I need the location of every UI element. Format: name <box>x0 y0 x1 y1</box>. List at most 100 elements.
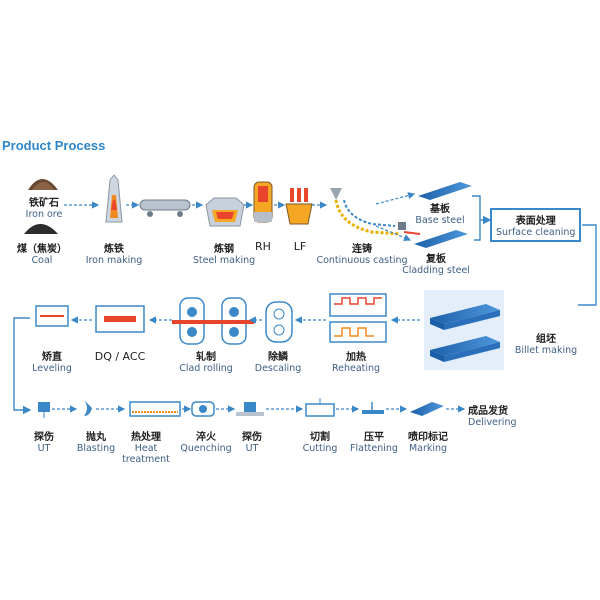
cutting-en: Cutting <box>302 443 338 454</box>
cladding-steel-en: Cladding steel <box>402 265 470 276</box>
billet-making-label: 组坯 Billet making <box>515 330 577 356</box>
flattening-cn: 压平 <box>364 432 384 443</box>
iron-making-label: 炼铁 Iron making <box>86 240 143 266</box>
iron-ore-cn: 铁矿石 <box>29 198 59 209</box>
rh-label: RH <box>255 240 271 253</box>
marking-cn: 喷印标记 <box>408 432 448 443</box>
ut-probe-icon-2 <box>236 402 264 416</box>
steel-making-label: 炼钢 Steel making <box>193 240 255 266</box>
coal-cn: 煤（焦炭） <box>17 244 67 255</box>
delivering-label: 成品发货 Delivering <box>468 402 517 428</box>
coal-label: 煤（焦炭） Coal <box>17 240 67 266</box>
base-steel-label: 基板 Base steel <box>415 200 464 226</box>
cutting-cn: 切割 <box>309 432 330 443</box>
surface-cleaning-en: Surface cleaning <box>496 227 576 238</box>
continuous-casting-label: 连铸 Continuous casting <box>316 240 407 266</box>
descaling-icon <box>265 301 293 343</box>
heat-treatment-furnace-icon <box>129 401 181 417</box>
quenching-cn: 淬火 <box>196 432 216 443</box>
leveling-label: 矫直 Leveling <box>32 348 72 374</box>
coal-en: Coal <box>31 255 53 266</box>
marking-label: 喷印标记 Marking <box>408 428 448 454</box>
ut1-cn: 探伤 <box>34 432 54 443</box>
marking-plate-icon <box>410 402 444 416</box>
clad-rolling-cn: 轧制 <box>196 352 216 363</box>
iron-ore-label: 铁矿石 Iron ore <box>26 194 63 220</box>
surface-cleaning-cn: 表面处理 <box>515 216 556 227</box>
blasting-icon <box>84 400 92 416</box>
cutting-label: 切割 Cutting <box>303 428 338 454</box>
descaling-cn: 除鳞 <box>267 352 288 363</box>
rolling-mill-icon <box>172 297 254 345</box>
iron-making-en: Iron making <box>85 255 143 266</box>
iron-ore-icon <box>28 179 58 190</box>
billet-making-cn: 组坯 <box>535 334 556 345</box>
quenching-en: Quenching <box>180 443 232 454</box>
clad-rolling-en: Clad rolling <box>179 363 233 374</box>
steel-making-cn: 炼钢 <box>214 244 234 255</box>
cladding-steel-plate-icon <box>414 230 468 248</box>
quenching-icon <box>191 401 215 417</box>
base-steel-en: Base steel <box>415 215 465 226</box>
lf-furnace-icon <box>285 188 313 225</box>
cutter-tool-icon <box>398 222 421 235</box>
heat-treatment-label: 热处理 Heat treatment <box>119 428 173 465</box>
billet-stack-icon <box>424 290 504 370</box>
steel-making-en: Steel making <box>192 255 256 266</box>
ut-probe-icon-1 <box>38 402 50 418</box>
delivering-cn: 成品发货 <box>468 406 508 417</box>
lf-label: LF <box>294 240 306 253</box>
reheating-furnace-icon <box>329 293 387 343</box>
caster-icon <box>330 188 401 236</box>
quenching-label: 淬火 Quenching <box>180 428 231 454</box>
blasting-label: 抛丸 Blasting <box>77 428 115 454</box>
continuous-casting-en: Continuous casting <box>316 255 408 266</box>
ut2-cn: 探伤 <box>242 432 262 443</box>
bracket-to-surface-cleaning <box>472 195 597 306</box>
return-arrow <box>13 317 32 415</box>
flow-arrows-row1 <box>64 192 416 242</box>
iron-ore-en: Iron ore <box>25 209 63 220</box>
rh-vessel-icon <box>253 181 273 223</box>
base-steel-cn: 基板 <box>430 204 450 215</box>
continuous-casting-cn: 连铸 <box>352 244 372 255</box>
lf-text: LF <box>293 240 307 253</box>
surface-cleaning-box: 表面处理 Surface cleaning <box>490 208 582 242</box>
torpedo-car-icon <box>139 199 191 217</box>
cutting-machine-icon <box>305 398 335 417</box>
ut2-en: UT <box>245 443 259 454</box>
blasting-en: Blasting <box>76 443 116 454</box>
ut1-en: UT <box>37 443 51 454</box>
reheating-label: 加热 Reheating <box>332 348 380 374</box>
dq-acc-icon <box>95 305 145 333</box>
blast-furnace-icon <box>105 174 123 223</box>
dq-acc-label: DQ / ACC <box>95 350 146 363</box>
heat-treatment-en: Heat treatment <box>122 443 170 465</box>
leveling-cn: 矫直 <box>42 352 62 363</box>
clad-rolling-label: 轧制 Clad rolling <box>179 348 233 374</box>
flattening-press-icon <box>362 402 384 414</box>
converter-icon <box>205 197 245 227</box>
blasting-cn: 抛丸 <box>86 432 106 443</box>
descaling-label: 除鳞 Descaling <box>255 348 301 374</box>
reheating-en: Reheating <box>331 363 381 374</box>
delivering-en: Delivering <box>468 417 517 428</box>
ut1-label: 探伤 UT <box>34 428 54 454</box>
coal-icon <box>24 224 58 234</box>
leveling-en: Leveling <box>32 363 72 374</box>
ut2-label: 探伤 UT <box>242 428 262 454</box>
flattening-en: Flattening <box>350 443 398 454</box>
page-title: Product Process <box>2 138 106 153</box>
descaling-en: Descaling <box>254 363 302 374</box>
iron-making-cn: 炼铁 <box>104 244 124 255</box>
rh-text: RH <box>255 240 271 253</box>
billet-making-en: Billet making <box>514 345 578 356</box>
cladding-steel-label: 复板 Cladding steel <box>402 250 470 276</box>
base-steel-plate-icon <box>418 182 472 200</box>
dq-acc-text: DQ / ACC <box>94 350 146 363</box>
reheating-cn: 加热 <box>346 352 366 363</box>
leveler-icon <box>35 305 69 327</box>
cladding-steel-cn: 复板 <box>426 254 446 265</box>
heat-treatment-cn: 热处理 <box>131 432 161 443</box>
